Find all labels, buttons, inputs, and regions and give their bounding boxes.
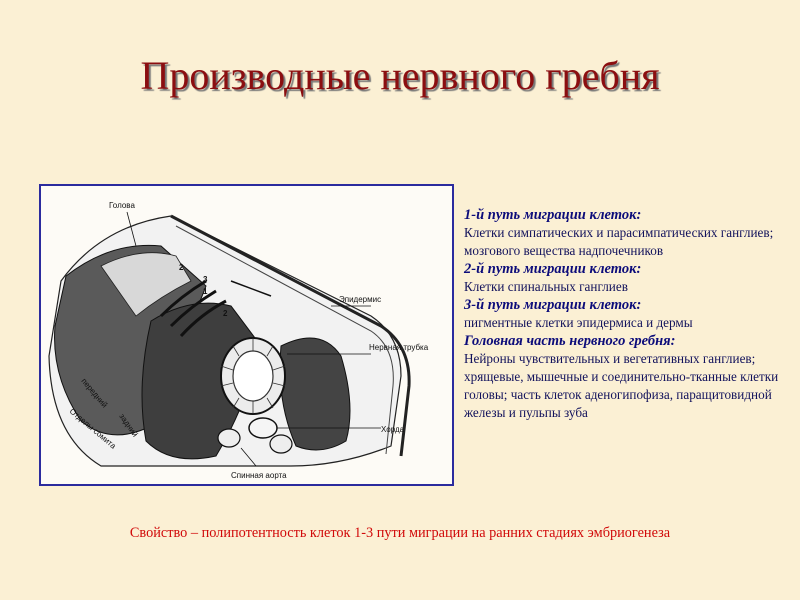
path-body: пигментные клетки эпидермиса и дермы <box>464 315 693 330</box>
path-heading: 1-й путь миграции клеток: <box>464 207 642 223</box>
label-path-2b: 2 <box>223 309 228 318</box>
migration-arrows <box>159 279 227 338</box>
somite-right <box>279 337 351 451</box>
label-path-2a: 2 <box>179 263 184 272</box>
leader-lines <box>126 211 381 467</box>
path-body: Клетки спинальных ганглиев <box>464 279 628 294</box>
epidermis-inner <box>175 225 394 455</box>
migration-paths-list: 1-й путь миграции клеток: Клетки симпати… <box>464 206 784 422</box>
aorta-right <box>269 434 293 454</box>
neural-tube-rays <box>220 338 286 414</box>
path-3-arrow <box>230 280 272 297</box>
embryo-diagram: Голова Эпидермис Нервная трубка Хорда Сп… <box>48 201 429 480</box>
path-body: Нейроны чувствительных и вегетативных га… <box>464 351 779 420</box>
path-item-1: 1-й путь миграции клеток: Клетки симпати… <box>464 206 784 260</box>
epidermis-layer <box>170 214 411 457</box>
label-notochord: Хорда <box>381 425 405 434</box>
path-heading: Головная часть нервного гребня: <box>464 333 676 349</box>
somite-posterior <box>141 302 262 460</box>
neural-canal <box>232 350 274 402</box>
notochord <box>248 417 278 439</box>
label-epidermis: Эпидермис <box>339 295 381 304</box>
path-item-head: Головная часть нервного гребня: Нейроны … <box>464 332 784 422</box>
aorta-left <box>217 428 241 448</box>
label-path-1: 1 <box>203 287 208 296</box>
slide-title: Производные нервного гребня <box>140 53 660 98</box>
label-neural-tube: Нервная трубка <box>369 343 429 352</box>
somite-light <box>100 252 192 317</box>
label-head: Голова <box>109 201 135 210</box>
label-path-3: 3 <box>203 275 208 284</box>
property-statement: Свойство – полипотентность клеток 1-3 пу… <box>129 525 671 541</box>
path-heading: 2-й путь миграции клеток: <box>464 261 642 277</box>
path-body: Клетки симпатических и парасимпатических… <box>464 225 774 258</box>
neural-crest-figure: Голова Эпидермис Нервная трубка Хорда Сп… <box>39 184 454 486</box>
path-item-3: 3-й путь миграции клеток: пигментные кле… <box>464 296 784 332</box>
label-aorta: Спинная аорта <box>231 471 287 480</box>
path-heading: 3-й путь миграции клеток: <box>464 297 642 313</box>
path-item-2: 2-й путь миграции клеток: Клетки спиналь… <box>464 260 784 296</box>
